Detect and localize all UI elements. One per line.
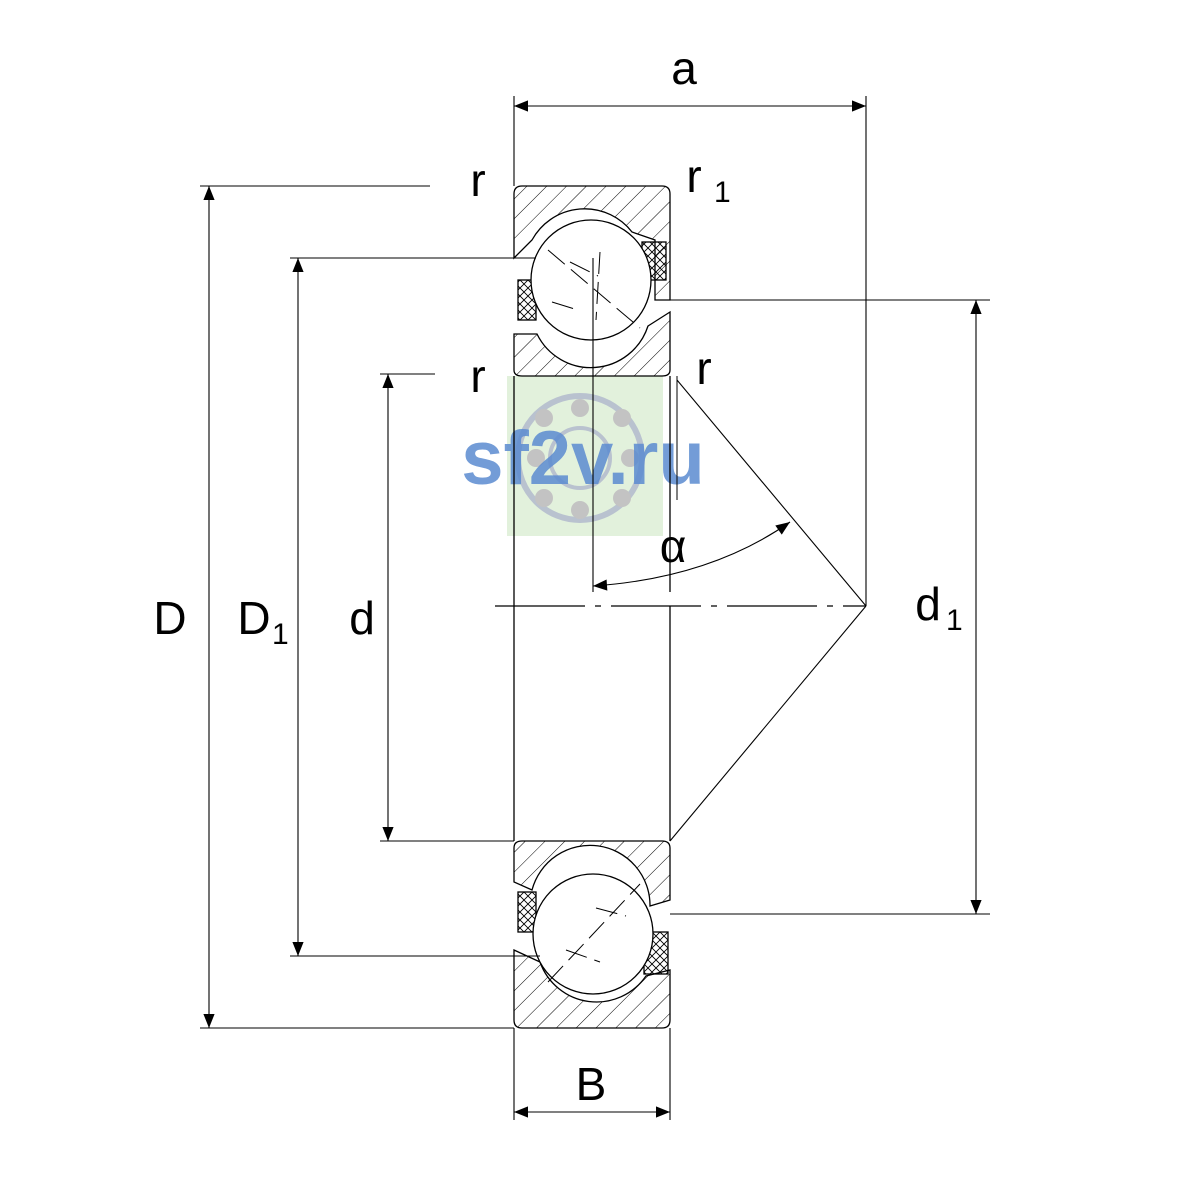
bearing-section-top	[513, 185, 671, 377]
label-r1: r	[686, 150, 701, 202]
outer-ring-top	[513, 185, 671, 301]
extension-lines	[200, 96, 990, 1120]
watermark: sf2v.ru	[461, 376, 705, 536]
watermark-text: sf2v.ru	[461, 416, 705, 501]
label-r-inner-right: r	[696, 342, 711, 394]
cage-bottom-left	[517, 891, 537, 933]
label-a: a	[671, 42, 697, 94]
label-D1: D	[237, 592, 270, 644]
contact-angle-lines	[669, 379, 867, 842]
inner-ring-bottom	[513, 840, 671, 907]
ball-top-details	[547, 249, 641, 329]
alpha-arc	[592, 521, 791, 591]
bearing-section-bottom	[513, 840, 671, 1029]
dimension-lines	[203, 100, 982, 1118]
label-r1-sub: 1	[714, 176, 731, 209]
label-d1: d	[915, 578, 941, 630]
label-D: D	[153, 592, 186, 644]
label-D1-sub: 1	[272, 618, 289, 651]
inner-ring-top	[513, 310, 671, 377]
label-B: B	[576, 1058, 607, 1110]
watermark-balls-icon	[527, 399, 639, 519]
outer-ring-bottom	[513, 948, 671, 1029]
label-alpha: α	[660, 520, 687, 572]
label-d1-sub: 1	[946, 604, 963, 637]
ball-bottom-details	[547, 883, 641, 983]
ball-top	[530, 219, 652, 341]
label-d: d	[349, 592, 375, 644]
label-r-outer: r	[470, 154, 485, 206]
watermark-bearing-icon	[515, 393, 645, 523]
label-r-inner-left: r	[470, 350, 485, 402]
